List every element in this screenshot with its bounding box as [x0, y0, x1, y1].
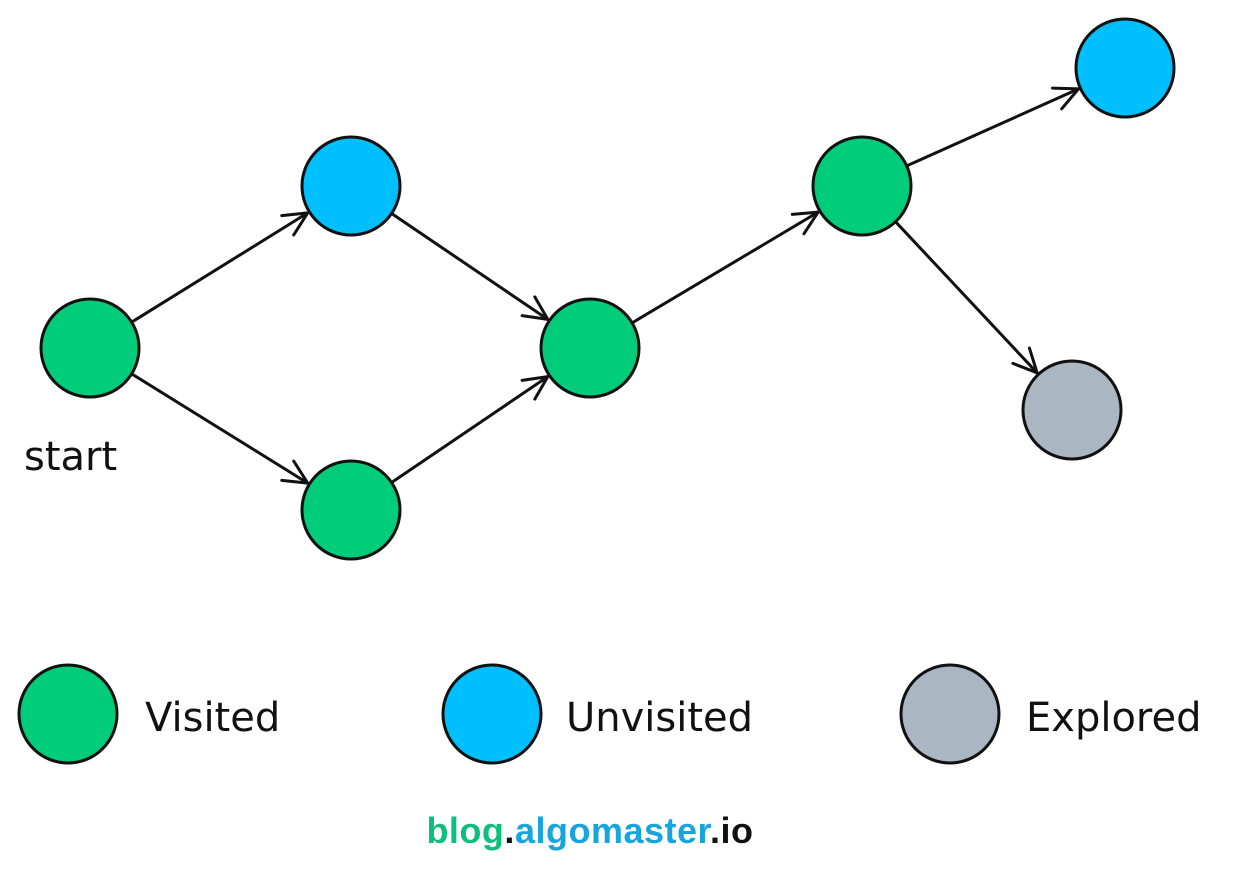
arrowhead-icon	[520, 375, 550, 401]
arrowhead-icon	[1051, 86, 1080, 111]
edge-line	[130, 211, 310, 324]
graph-node-unvisited	[300, 135, 402, 237]
edge-arrow	[894, 220, 1039, 375]
graph-node-visited	[811, 135, 913, 237]
graph-node-explored	[1021, 359, 1123, 461]
legend-unvisited-label: Unvisited	[566, 695, 753, 741]
edge-line	[905, 87, 1080, 168]
edge-arrow	[390, 375, 550, 484]
arrowhead-icon	[520, 295, 550, 321]
edge-line	[894, 220, 1039, 375]
brand-algomaster: algomaster	[514, 810, 711, 851]
edge-arrow	[630, 210, 820, 325]
graph-node-unvisited	[1074, 17, 1176, 119]
legend-explored-label: Explored	[1026, 695, 1202, 741]
edge-line	[390, 212, 550, 321]
edge-line	[130, 372, 310, 485]
brand-blog: blog	[426, 810, 505, 851]
arrowhead-icon	[790, 210, 820, 236]
arrowhead-icon	[280, 459, 310, 485]
brand-footer: blog.algomaster.io	[0, 810, 1180, 852]
start-label: start	[24, 434, 117, 480]
legend-explored-swatch	[899, 663, 1001, 765]
graph-node-visited	[539, 297, 641, 399]
arrowhead-icon	[1011, 346, 1039, 375]
graph-node-visited	[300, 459, 402, 561]
edge-line	[390, 375, 550, 484]
edge-arrow	[390, 212, 550, 321]
edge-arrow	[130, 211, 310, 324]
legend-visited-label: Visited	[145, 695, 280, 741]
brand-dot: .	[710, 810, 721, 851]
brand-io: io	[720, 810, 754, 851]
legend-unvisited-swatch	[441, 663, 543, 765]
legend-visited-swatch	[17, 663, 119, 765]
edge-arrow	[905, 86, 1080, 168]
edge-line	[630, 210, 820, 325]
nodes-layer	[39, 17, 1176, 561]
arrowhead-icon	[280, 211, 310, 237]
brand-dot: .	[504, 810, 515, 851]
legend: Visited Unvisited Explored	[17, 663, 1202, 765]
edges-layer	[130, 86, 1080, 485]
edge-arrow	[130, 372, 310, 485]
graph-node-visited	[39, 297, 141, 399]
